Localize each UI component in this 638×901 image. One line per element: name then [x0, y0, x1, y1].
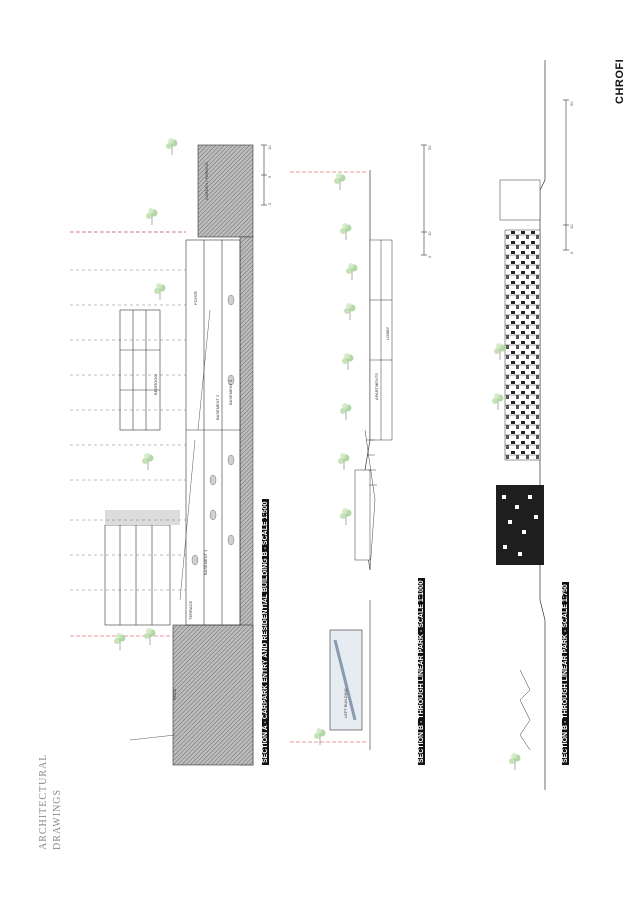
scale-bar-b: 0 10 50 [421, 144, 432, 258]
cars [191, 294, 235, 566]
caption-section-c: SECTION B - THROUGH LINEAR PARK - SCALE … [562, 582, 569, 765]
label-bedroom: BEDROOM [153, 374, 158, 395]
rock-bottom [172, 624, 254, 766]
caption-section-b: SECTION B - THROUGH LINEAR PARK - SCALE … [418, 578, 425, 765]
tree [153, 282, 166, 301]
label-basement2: BASEMENT 2 [215, 394, 220, 420]
tree [113, 632, 126, 651]
section-b-labels: LEFT BUILDING APARTMENTS LOBBY [343, 326, 390, 718]
label-apartments: APARTMENTS [374, 373, 379, 400]
stair [364, 429, 377, 571]
label-lobby: LOBBY [385, 326, 390, 340]
label-foyer: FOYER [193, 291, 198, 305]
scale-tick: 10 [569, 224, 574, 229]
tree [493, 342, 506, 361]
apartment-block [354, 239, 393, 561]
tree [491, 392, 504, 411]
facade-block [504, 229, 541, 461]
tree [345, 262, 358, 281]
scale-tick: 10 [427, 231, 432, 236]
tree [313, 727, 326, 746]
label-terrace: TERRACE [188, 601, 193, 620]
scale-tick: 50 [569, 101, 574, 106]
tree [339, 402, 352, 421]
tree [141, 452, 154, 471]
tree [165, 137, 178, 156]
tree [339, 507, 352, 526]
label-rock: ROCK [172, 688, 177, 700]
canopy [105, 510, 180, 525]
basement-floors [185, 239, 241, 626]
dark-block-windows [502, 495, 538, 556]
tree [145, 207, 158, 226]
scale-tick: 0 [267, 202, 272, 205]
label-basement1: BASEMENT 1 [203, 549, 208, 575]
tree [343, 302, 356, 321]
section-b: LEFT BUILDING APARTMENTS LOBBY 0 10 50 [290, 144, 432, 750]
label-basement3: BASEMENT 3 [228, 379, 233, 405]
ground-line-c [539, 60, 546, 790]
red-levels-b [290, 171, 368, 743]
stair-c [519, 669, 531, 751]
scale-tick: 50 [427, 145, 432, 150]
tree [333, 172, 346, 191]
scale-tick: 5 [267, 175, 272, 178]
label-left-building: LEFT BUILDING [343, 688, 348, 718]
scale-tick: 10 [267, 145, 272, 150]
tree [337, 452, 350, 471]
left-building-glass [333, 639, 357, 721]
tree [339, 222, 352, 241]
block-top [499, 179, 541, 221]
section-c: 0 10 50 [491, 60, 574, 790]
tree [143, 627, 156, 646]
rock-top [197, 144, 254, 238]
tree [508, 752, 521, 771]
caption-section-a: SECTION A - CARPARK ENTRY AND RESIDENTIA… [262, 499, 269, 765]
section-a-labels: BASEMENT 1 BASEMENT 2 BASEMENT 3 BEDROOM… [153, 162, 233, 700]
section-a: BASEMENT 1 BASEMENT 2 BASEMENT 3 BEDROOM… [70, 137, 272, 766]
tree [341, 352, 354, 371]
scale-bar-c: 0 10 50 [563, 99, 574, 254]
scale-tick: 0 [427, 255, 432, 258]
scale-bar-a: 0 5 10 [261, 144, 272, 206]
building-b [104, 309, 171, 626]
label-garden: GARDEN / PARKING [204, 162, 209, 200]
scale-tick: 0 [569, 251, 574, 254]
ramps [129, 309, 211, 741]
